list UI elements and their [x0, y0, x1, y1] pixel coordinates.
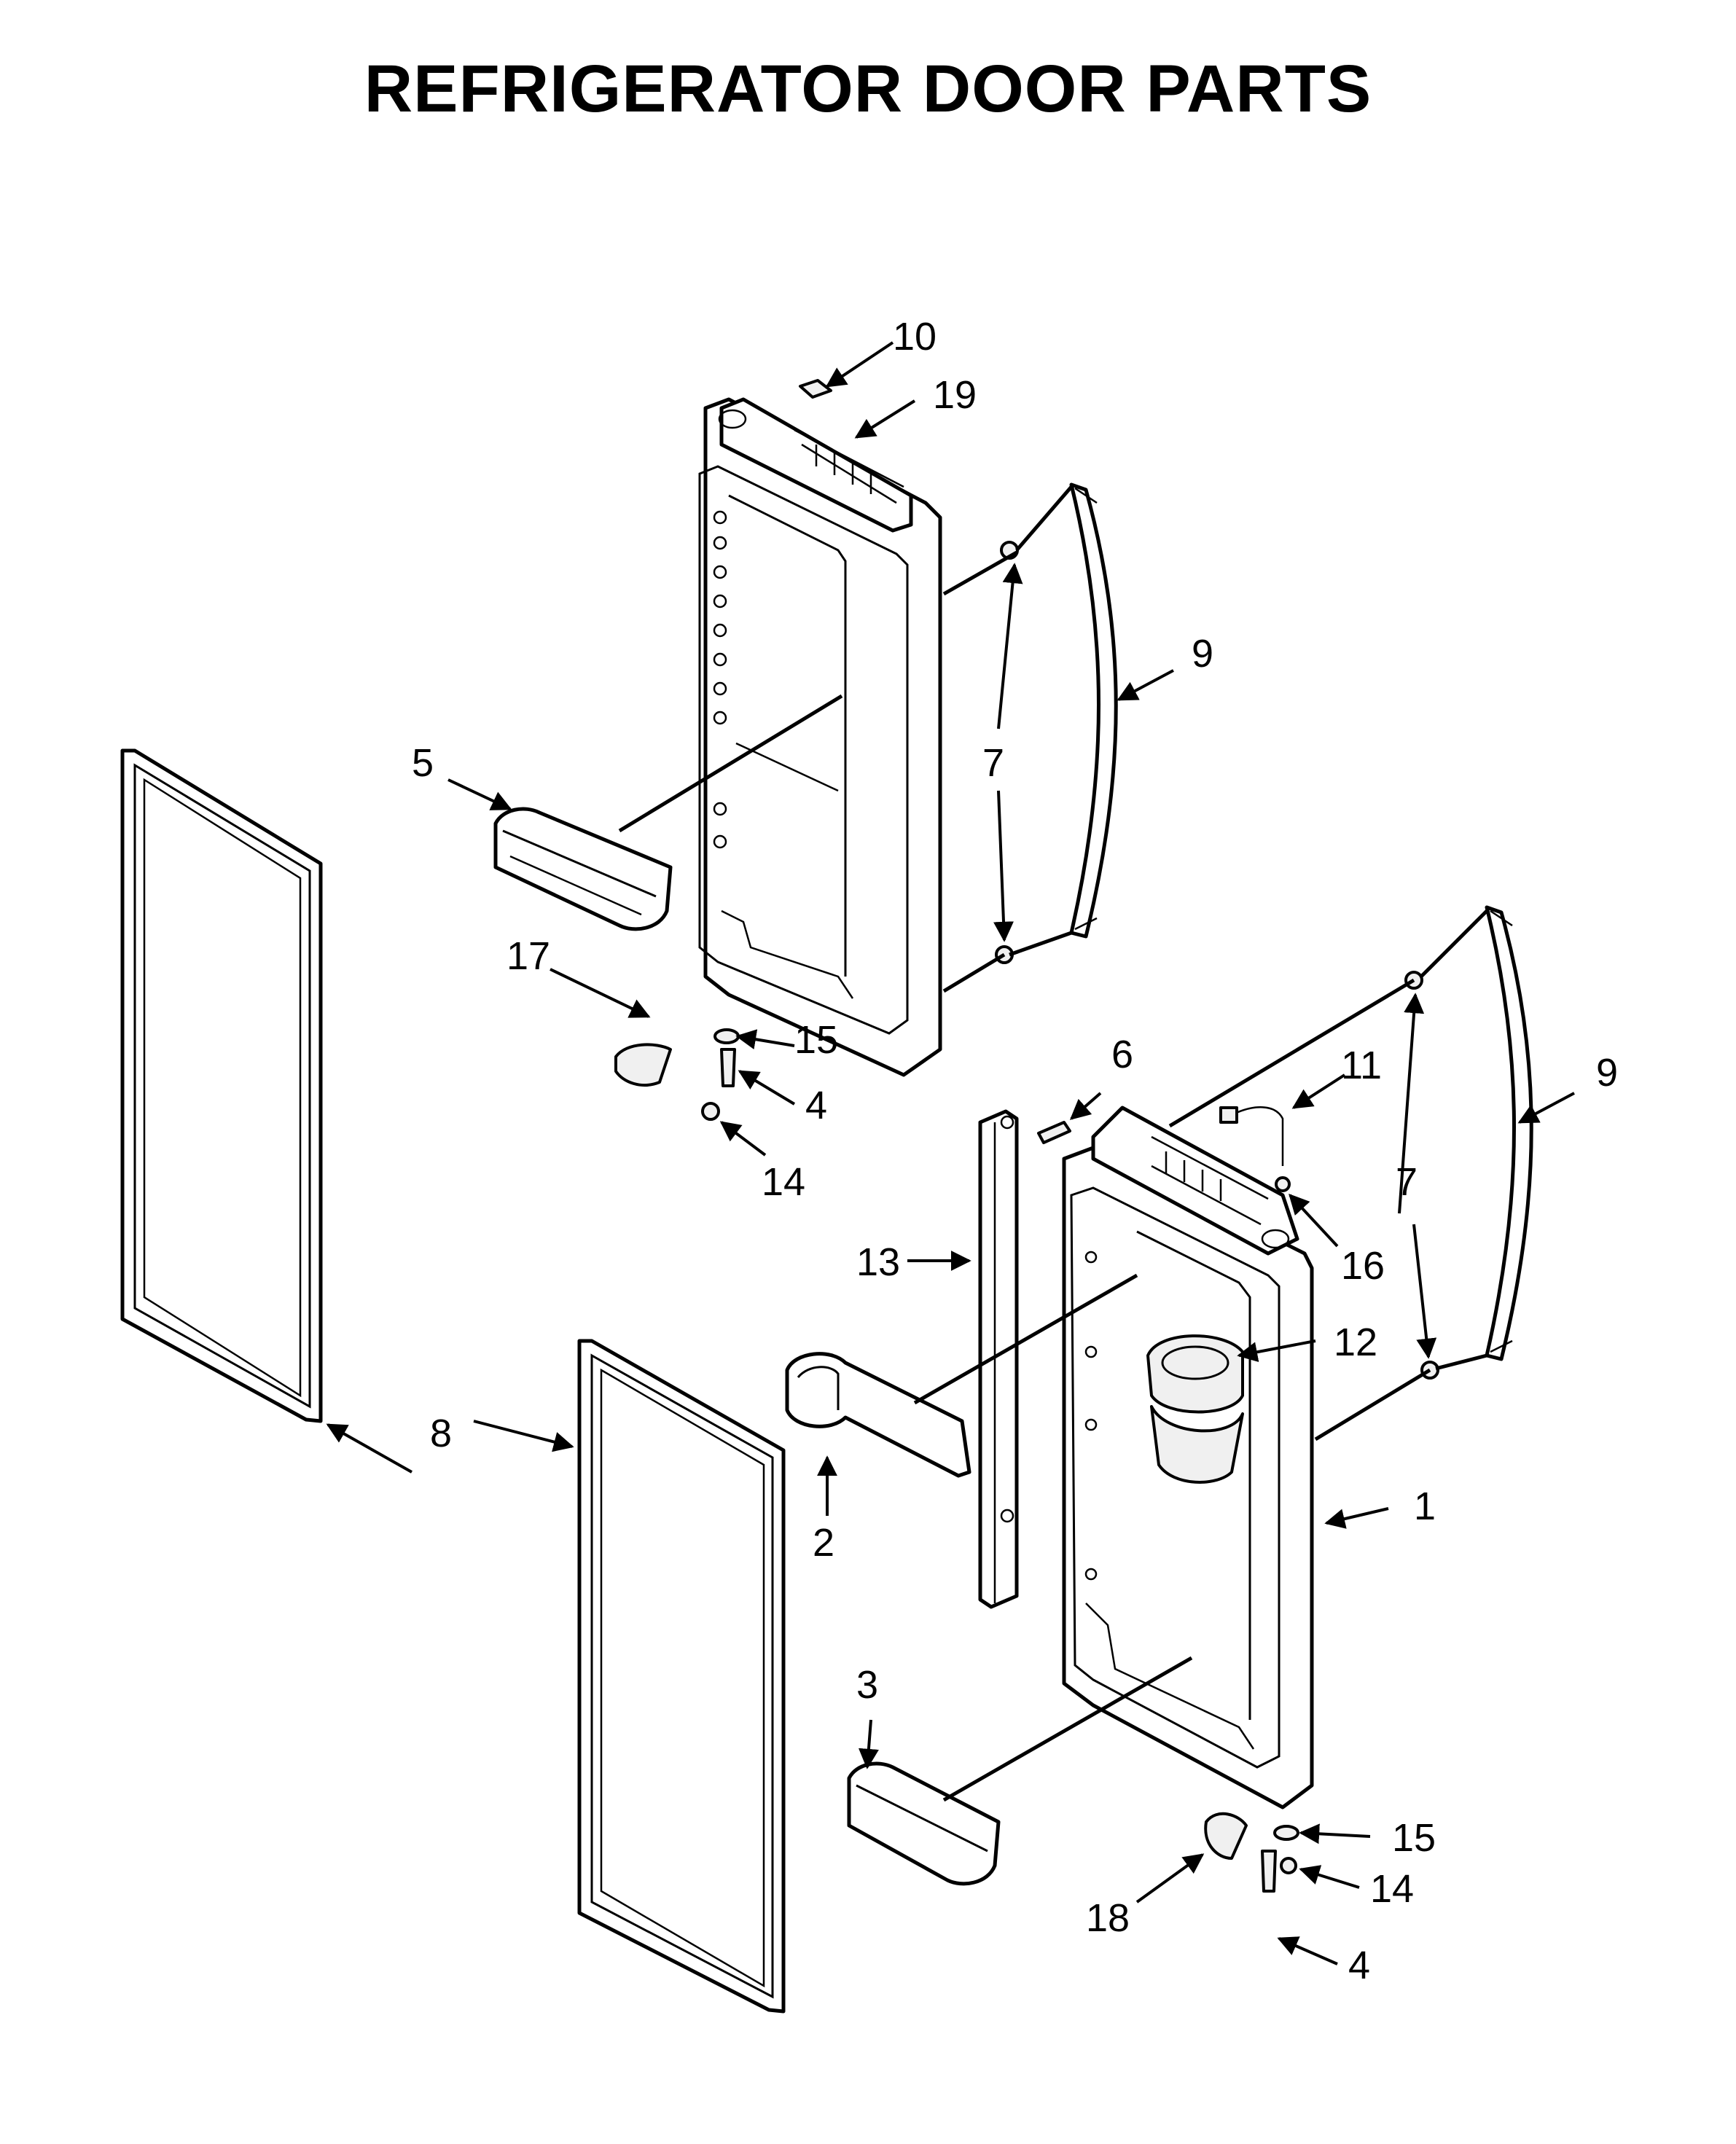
door-bin-upper — [493, 807, 673, 931]
callout-15-lower: 15 — [1392, 1816, 1436, 1860]
right-door-liner — [1062, 1106, 1314, 1810]
callout-3: 3 — [856, 1663, 878, 1707]
leader-lines — [618, 485, 1488, 1802]
callout-labels: 10 19 9 7 5 17 15 4 14 6 11 9 7 16 13 12… — [412, 315, 1618, 1987]
callout-17: 17 — [507, 934, 550, 978]
callout-7-lower: 7 — [1396, 1160, 1418, 1204]
callout-14-lower: 14 — [1370, 1867, 1414, 1911]
door-gasket-upper — [120, 748, 323, 1423]
callout-9-upper: 9 — [1192, 632, 1213, 676]
left-door-liner — [698, 397, 942, 1077]
callout-8: 8 — [430, 1412, 452, 1455]
callout-12: 12 — [1334, 1321, 1377, 1364]
callout-14-upper: 14 — [762, 1160, 805, 1204]
door-handle-upper — [995, 482, 1118, 964]
callout-7-upper: 7 — [982, 741, 1004, 785]
dispenser-chute — [785, 1352, 971, 1478]
door-handle-lower — [1404, 905, 1533, 1380]
diagram-title: REFRIGERATOR DOOR PARTS — [364, 52, 1372, 126]
callout-2: 2 — [813, 1521, 834, 1565]
callout-19: 19 — [933, 373, 977, 417]
callout-13: 13 — [856, 1240, 900, 1284]
callout-9-lower: 9 — [1596, 1051, 1618, 1095]
callout-5: 5 — [412, 741, 434, 785]
callout-10: 10 — [893, 315, 937, 359]
callout-4-upper: 4 — [805, 1084, 827, 1127]
callout-18: 18 — [1086, 1896, 1130, 1940]
small-parts — [614, 379, 1299, 1893]
callout-11: 11 — [1341, 1044, 1382, 1087]
callout-6: 6 — [1111, 1033, 1133, 1076]
callout-4-lower: 4 — [1348, 1944, 1370, 1987]
door-gasket-lower — [577, 1339, 786, 2014]
callout-1: 1 — [1414, 1484, 1436, 1528]
callout-15-upper: 15 — [794, 1018, 838, 1062]
hinge-strip — [978, 1109, 1019, 1609]
callout-arrows — [326, 341, 1575, 1965]
callout-16: 16 — [1341, 1244, 1385, 1288]
